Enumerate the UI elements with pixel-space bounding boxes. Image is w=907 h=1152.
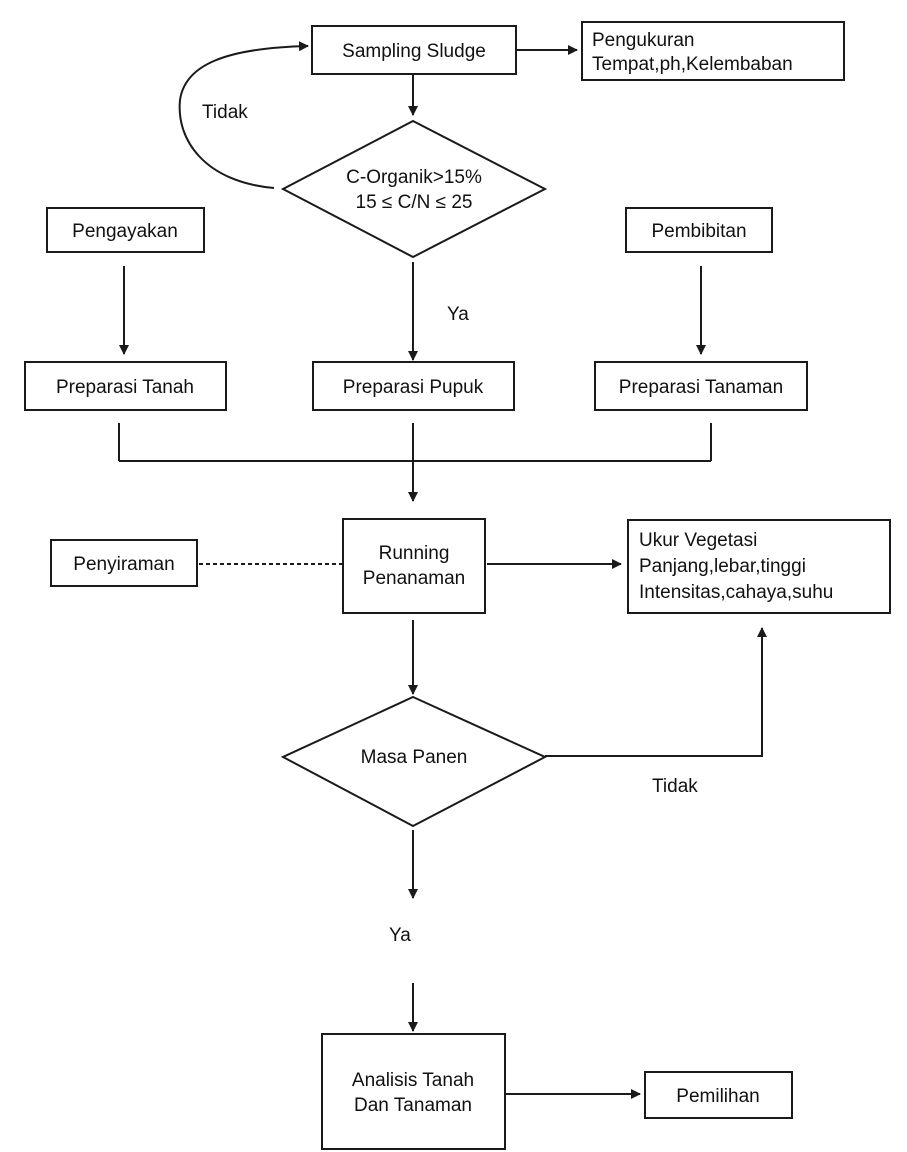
edge-label-tidak-top: Tidak: [202, 102, 248, 123]
node-ukur-vegetasi: Ukur Vegetasi Panjang,lebar,tinggi Inten…: [627, 519, 891, 614]
pembibitan-label: Pembibitan: [651, 221, 746, 242]
decision-c-organik-label-2: 15 ≤ C/N ≤ 25: [356, 192, 473, 213]
analisis-label-1: Analisis Tanah: [352, 1070, 474, 1091]
node-penyiraman: Penyiraman: [50, 539, 198, 587]
analisis-label-2: Dan Tanaman: [354, 1095, 472, 1116]
masa-panen-label: Masa Panen: [361, 747, 468, 768]
node-sampling-sludge: Sampling Sludge: [311, 25, 517, 75]
preparasi-tanah-label: Preparasi Tanah: [56, 377, 194, 398]
arrow-masa-panen-to-ukur: [545, 627, 767, 757]
preparasi-tanaman-label: Preparasi Tanaman: [619, 377, 783, 398]
running-label-1: Running: [379, 543, 450, 564]
edge-label-tidak-bottom: Tidak: [652, 776, 698, 797]
edge-label-ya-bottom: Ya: [389, 925, 411, 946]
node-preparasi-tanaman: Preparasi Tanaman: [594, 361, 808, 411]
node-pembibitan: Pembibitan: [625, 207, 773, 253]
connectors: [118, 41, 767, 1099]
pengukuran-label-2: Tempat,ph,Kelembaban: [592, 54, 793, 75]
arrow-tidak-loop: [178, 41, 309, 189]
node-analisis: Analisis Tanah Dan Tanaman: [321, 1033, 506, 1150]
ukur-vegetasi-label-3: Intensitas,cahaya,suhu: [639, 582, 833, 603]
pengayakan-label: Pengayakan: [72, 221, 178, 242]
ukur-vegetasi-label-1: Ukur Vegetasi: [639, 530, 757, 551]
edge-label-ya-top: Ya: [447, 304, 469, 325]
sampling-sludge-label: Sampling Sludge: [342, 41, 486, 62]
running-label-2: Penanaman: [363, 568, 465, 589]
node-preparasi-pupuk: Preparasi Pupuk: [312, 361, 515, 411]
decision-c-organik: C-Organik>15% 15 ≤ C/N ≤ 25: [280, 119, 548, 259]
node-preparasi-tanah: Preparasi Tanah: [24, 361, 227, 411]
penyiraman-label: Penyiraman: [73, 554, 174, 575]
decision-masa-panen: Masa Panen: [280, 695, 548, 828]
node-pengukuran: Pengukuran Tempat,ph,Kelembaban: [581, 21, 845, 81]
pemilihan-label: Pemilihan: [676, 1086, 759, 1107]
decision-c-organik-label-1: C-Organik>15%: [346, 167, 482, 188]
pengukuran-label-1: Pengukuran: [592, 30, 694, 51]
ukur-vegetasi-label-2: Panjang,lebar,tinggi: [639, 556, 806, 577]
node-pemilihan: Pemilihan: [644, 1071, 793, 1119]
node-running-penanaman: Running Penanaman: [342, 518, 486, 614]
preparasi-pupuk-label: Preparasi Pupuk: [343, 377, 484, 398]
node-pengayakan: Pengayakan: [46, 207, 205, 253]
